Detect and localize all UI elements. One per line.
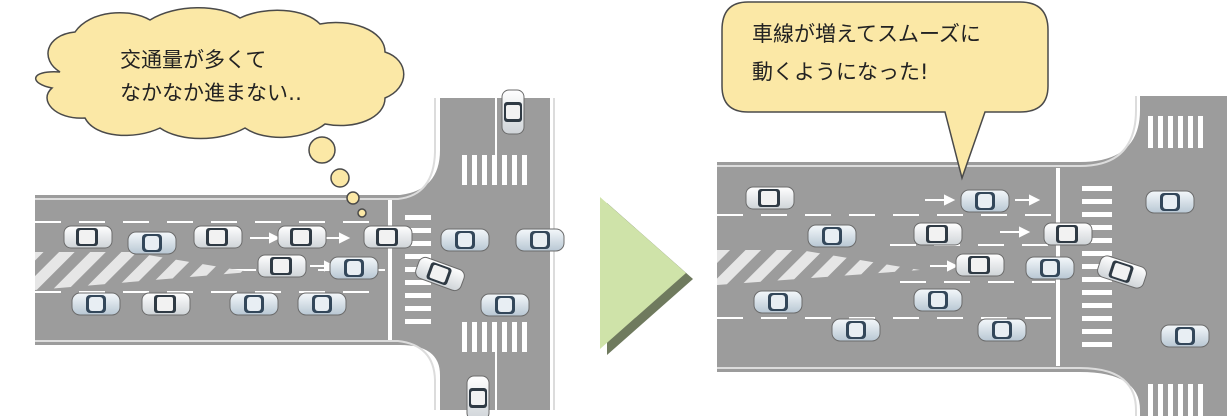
after-crosswalk-north xyxy=(1148,116,1203,148)
before-road-scene xyxy=(35,89,565,416)
before-crosswalk-south xyxy=(462,322,527,352)
after-bubble-line-2: 動くようになった! xyxy=(752,60,929,84)
after-speech-bubble xyxy=(721,1,1049,181)
before-hatched-zone xyxy=(35,252,250,290)
before-crosswalk-north xyxy=(462,155,527,185)
before-road-surface xyxy=(35,98,550,410)
transition-arrow-face xyxy=(600,197,686,349)
after-hatched-zone xyxy=(717,250,920,285)
after-lane-arrows xyxy=(925,194,1041,272)
before-bubble-line-1: 交通量が多くて xyxy=(120,48,267,72)
after-bubble-line-1: 車線が増えてスムーズに xyxy=(752,22,981,46)
before-lane-arrows xyxy=(250,232,351,272)
after-crosswalk-south xyxy=(1148,384,1203,416)
after-road-scene xyxy=(717,96,1227,416)
after-crosswalk-west xyxy=(1082,186,1112,347)
before-bubble-line-2: なかなか進まない‥ xyxy=(120,81,303,105)
before-thought-bubble xyxy=(34,7,405,218)
